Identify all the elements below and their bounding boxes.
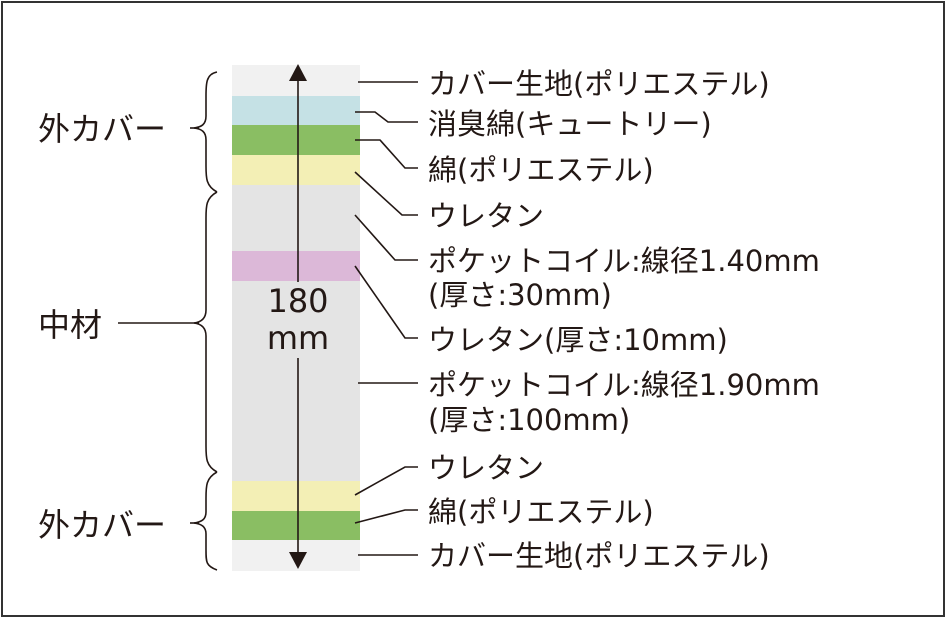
mattress-column (232, 65, 360, 571)
layer-deodorant-cotton (232, 96, 360, 125)
layer-label-urethane-bottom: ウレタン (428, 451, 544, 485)
group-label-top-cover: 外カバー (38, 110, 166, 148)
layer-label-pocket-coil-190: ポケットコイル:線径1.90mm (428, 368, 820, 402)
layer-labels: カバー生地(ポリエステル) 消臭綿(キュートリー) 綿(ポリエステル) ウレタン… (428, 67, 820, 573)
leader-lines (354, 81, 418, 556)
brace-bottom (193, 471, 218, 571)
layer-label-cotton-top: 綿(ポリエステル) (428, 153, 654, 187)
layer-label-cover-fabric-bottom: カバー生地(ポリエステル) (428, 539, 770, 573)
layer-label-urethane-10mm: ウレタン(厚さ:10mm) (428, 323, 728, 357)
brace-middle (193, 191, 218, 473)
layer-cotton-bottom (232, 511, 360, 540)
layer-label-pocket-coil-190-thickness: (厚さ:100mm) (428, 403, 630, 437)
group-braces (118, 71, 218, 571)
group-label-core: 中材 (38, 306, 102, 344)
leader-9 (354, 509, 418, 524)
brace-top (193, 71, 218, 193)
layer-label-urethane-top: ウレタン (428, 199, 544, 233)
thickness-value: 180 (267, 282, 328, 320)
layer-urethane-10mm (232, 251, 360, 281)
leader-4 (354, 171, 418, 216)
thickness-unit: mm (267, 319, 329, 357)
leader-8 (354, 466, 418, 496)
layer-cotton-top (232, 125, 360, 155)
layer-pocket-coil-140 (232, 185, 360, 251)
layer-urethane-top (232, 155, 360, 185)
leader-5 (354, 214, 418, 261)
thickness-arrow (289, 64, 307, 569)
leader-2 (355, 111, 418, 123)
layer-label-cover-fabric-top: カバー生地(ポリエステル) (428, 67, 770, 101)
layer-label-deodorant-cotton: 消臭綿(キュートリー) (428, 107, 712, 141)
layer-pocket-coil-190 (232, 281, 360, 481)
leader-6 (354, 265, 418, 339)
layer-urethane-bottom (232, 481, 360, 511)
leader-3 (355, 139, 418, 169)
layer-label-pocket-coil-140-thickness: (厚さ:30mm) (428, 278, 612, 312)
layer-label-pocket-coil-140: ポケットコイル:線径1.40mm (428, 244, 820, 278)
group-label-bottom-cover: 外カバー (38, 506, 166, 544)
layer-label-cotton-bottom: 綿(ポリエステル) (428, 495, 654, 529)
